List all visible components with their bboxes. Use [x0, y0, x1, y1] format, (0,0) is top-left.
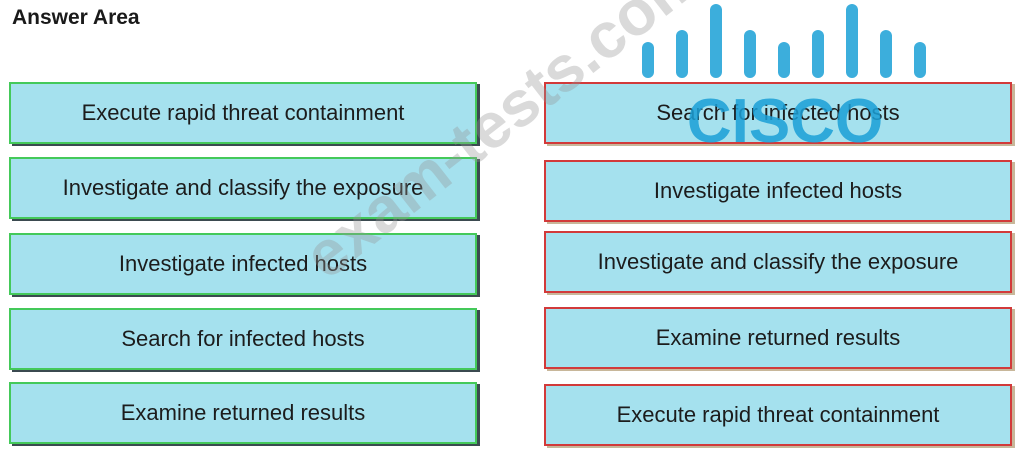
answer-item-5[interactable]: Execute rapid threat containment — [544, 384, 1012, 446]
answer-item-4[interactable]: Examine returned results — [544, 307, 1012, 369]
source-item-5[interactable]: Examine returned results — [9, 382, 477, 444]
answer-item-3[interactable]: Investigate and classify the exposure — [544, 231, 1012, 293]
source-item-2[interactable]: Investigate and classify the exposure — [9, 157, 477, 219]
source-item-3[interactable]: Investigate infected hosts — [9, 233, 477, 295]
source-item-4[interactable]: Search for infected hosts — [9, 308, 477, 370]
answer-item-1[interactable]: Search for infected hosts — [544, 82, 1012, 144]
answer-item-2[interactable]: Investigate infected hosts — [544, 160, 1012, 222]
page-title: Answer Area — [12, 6, 140, 29]
source-item-1[interactable]: Execute rapid threat containment — [9, 82, 477, 144]
